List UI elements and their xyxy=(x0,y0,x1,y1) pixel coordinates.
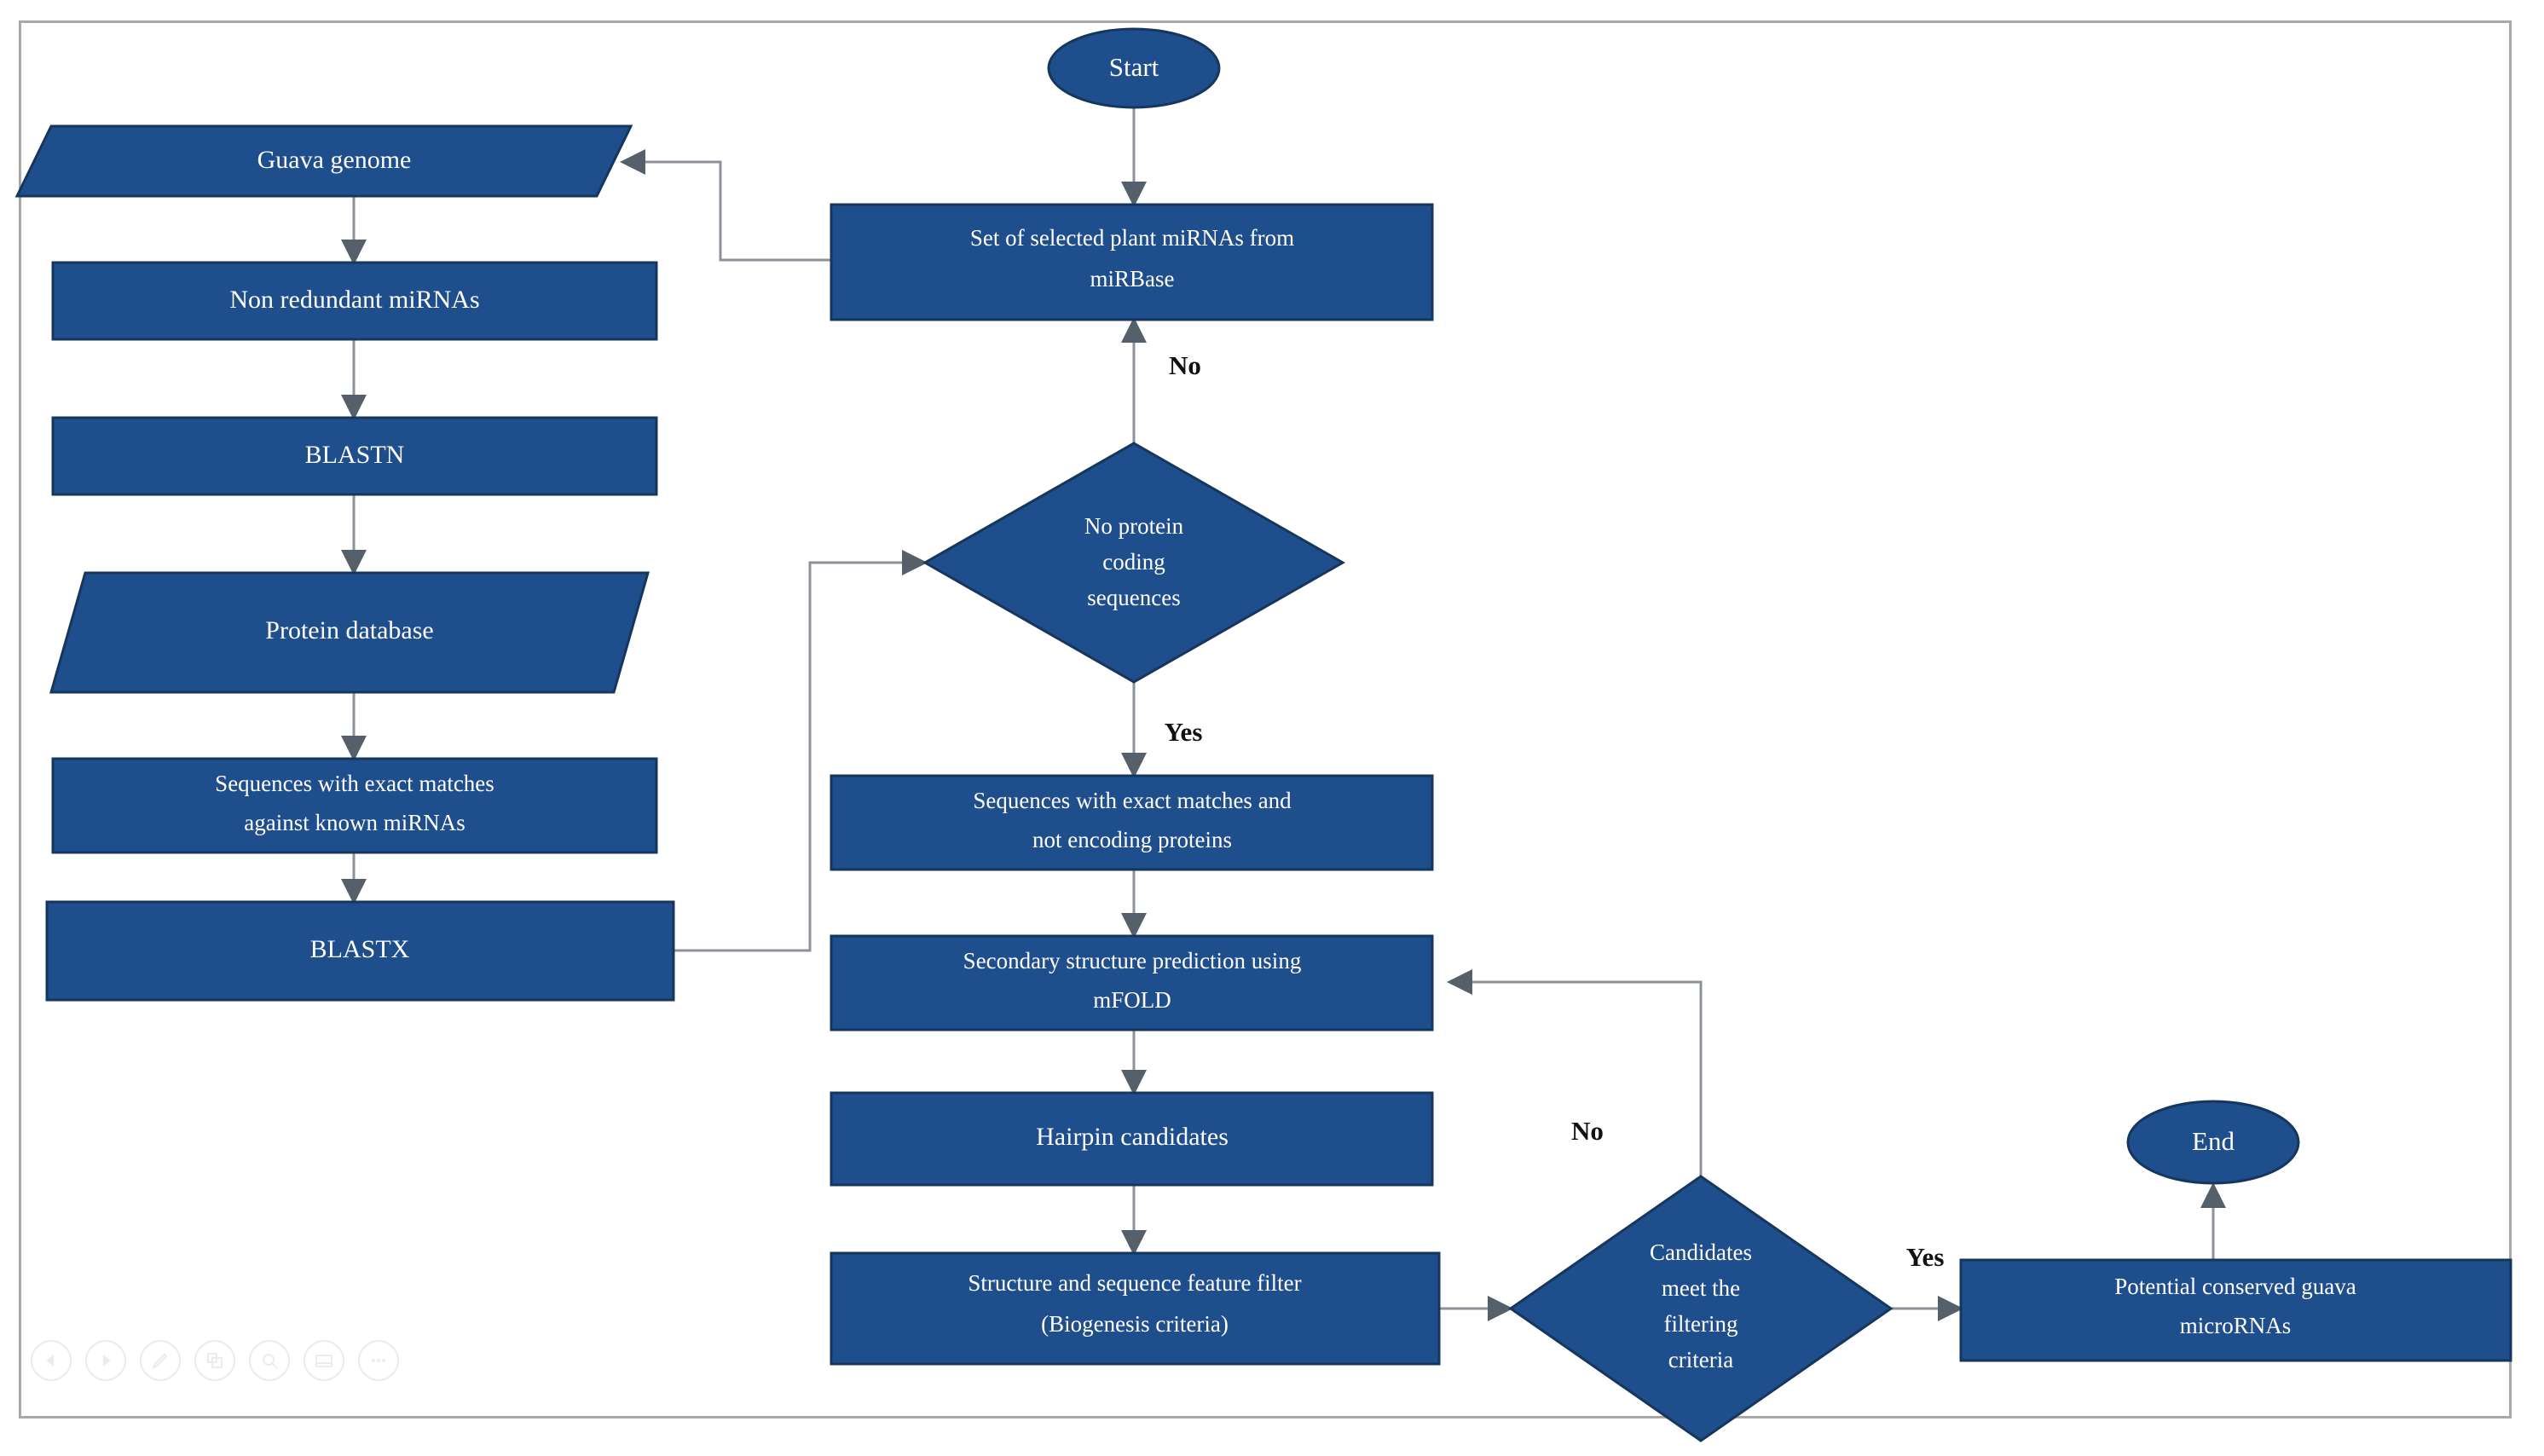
edge-blastx-to-noprotein xyxy=(674,550,928,952)
node-non-redundant[interactable]: Non redundant miRNAs xyxy=(51,261,658,341)
viewer-toolbar[interactable] xyxy=(31,1340,399,1381)
node-exact-not-line1: Sequences with exact matches and xyxy=(973,788,1292,813)
previous-button[interactable] xyxy=(31,1340,72,1381)
node-blastn[interactable]: BLASTN xyxy=(51,416,658,496)
node-start-label: Start xyxy=(1109,52,1159,82)
node-no-protein-line3: sequences xyxy=(1087,585,1180,610)
node-exact-not-line2: not encoding proteins xyxy=(1032,827,1232,852)
node-criteria-line1: Candidates xyxy=(1650,1239,1752,1265)
edge-label-filtering-no: No xyxy=(1571,1116,1604,1146)
node-mfold-line1: Secondary structure prediction using xyxy=(963,948,1302,974)
node-feature-filter[interactable]: Structure and sequence feature filter (B… xyxy=(830,1251,1441,1366)
node-hairpin-candidates[interactable]: Hairpin candidates xyxy=(830,1091,1434,1187)
node-hairpin-label: Hairpin candidates xyxy=(1036,1123,1229,1151)
node-potential-line2: microRNAs xyxy=(2180,1313,2292,1338)
edge-label-no-protein-no: No xyxy=(1169,350,1201,380)
node-criteria-line3: filtering xyxy=(1664,1311,1738,1337)
node-exact-matches-line1: Sequences with exact matches xyxy=(215,771,494,796)
node-criteria-line2: meet the xyxy=(1662,1275,1740,1301)
window-button[interactable] xyxy=(304,1340,344,1381)
node-end-label: End xyxy=(2192,1126,2235,1156)
node-guava-genome-label: Guava genome xyxy=(257,146,412,174)
node-no-protein-line1: No protein xyxy=(1084,513,1184,539)
node-protein-database-label: Protein database xyxy=(265,616,433,644)
pencil-button[interactable] xyxy=(140,1340,181,1381)
node-mfold-line2: mFOLD xyxy=(1093,987,1171,1013)
play-button[interactable] xyxy=(85,1340,126,1381)
node-blastx[interactable]: BLASTX xyxy=(45,900,675,1002)
node-exact-not-encoding[interactable]: Sequences with exact matches and not enc… xyxy=(830,774,1434,871)
more-button[interactable] xyxy=(358,1340,399,1381)
node-blastx-label: BLASTX xyxy=(310,935,410,963)
node-feature-filter-line1: Structure and sequence feature filter xyxy=(968,1270,1301,1296)
node-guava-genome[interactable]: Guava genome xyxy=(14,124,633,198)
edge-mirbase-to-guava xyxy=(620,149,831,262)
node-exact-matches[interactable]: Sequences with exact matches against kno… xyxy=(51,757,658,854)
node-no-protein-line2: coding xyxy=(1102,549,1165,575)
edge-criteria-no-to-mfold xyxy=(1447,969,1703,1176)
node-mirbase-set-line1: Set of selected plant miRNAs from xyxy=(970,225,1294,251)
node-potential-mirnas[interactable]: Potential conserved guava microRNAs xyxy=(1959,1258,2512,1362)
node-filtering-criteria[interactable]: Candidates meet the filtering criteria xyxy=(1508,1175,1894,1442)
node-potential-line1: Potential conserved guava xyxy=(2114,1274,2356,1299)
node-start[interactable]: Start xyxy=(1047,27,1221,109)
node-blastn-label: BLASTN xyxy=(305,441,405,469)
copy-button[interactable] xyxy=(194,1340,235,1381)
node-non-redundant-label: Non redundant miRNAs xyxy=(229,286,479,314)
node-exact-matches-line2: against known miRNAs xyxy=(244,810,465,835)
node-protein-database[interactable]: Protein database xyxy=(49,571,650,694)
edge-label-filtering-yes: Yes xyxy=(1906,1242,1945,1272)
node-mfold[interactable]: Secondary structure prediction using mFO… xyxy=(830,934,1434,1031)
node-mirbase-set[interactable]: Set of selected plant miRNAs from miRBas… xyxy=(830,203,1434,321)
node-criteria-line4: criteria xyxy=(1668,1347,1733,1372)
edge-label-no-protein-yes: Yes xyxy=(1165,717,1203,747)
node-mirbase-set-line2: miRBase xyxy=(1090,266,1175,292)
node-no-protein-coding[interactable]: No protein coding sequences xyxy=(922,442,1346,684)
node-end[interactable]: End xyxy=(2126,1100,2300,1185)
search-button[interactable] xyxy=(249,1340,290,1381)
node-feature-filter-line2: (Biogenesis criteria) xyxy=(1041,1311,1229,1337)
